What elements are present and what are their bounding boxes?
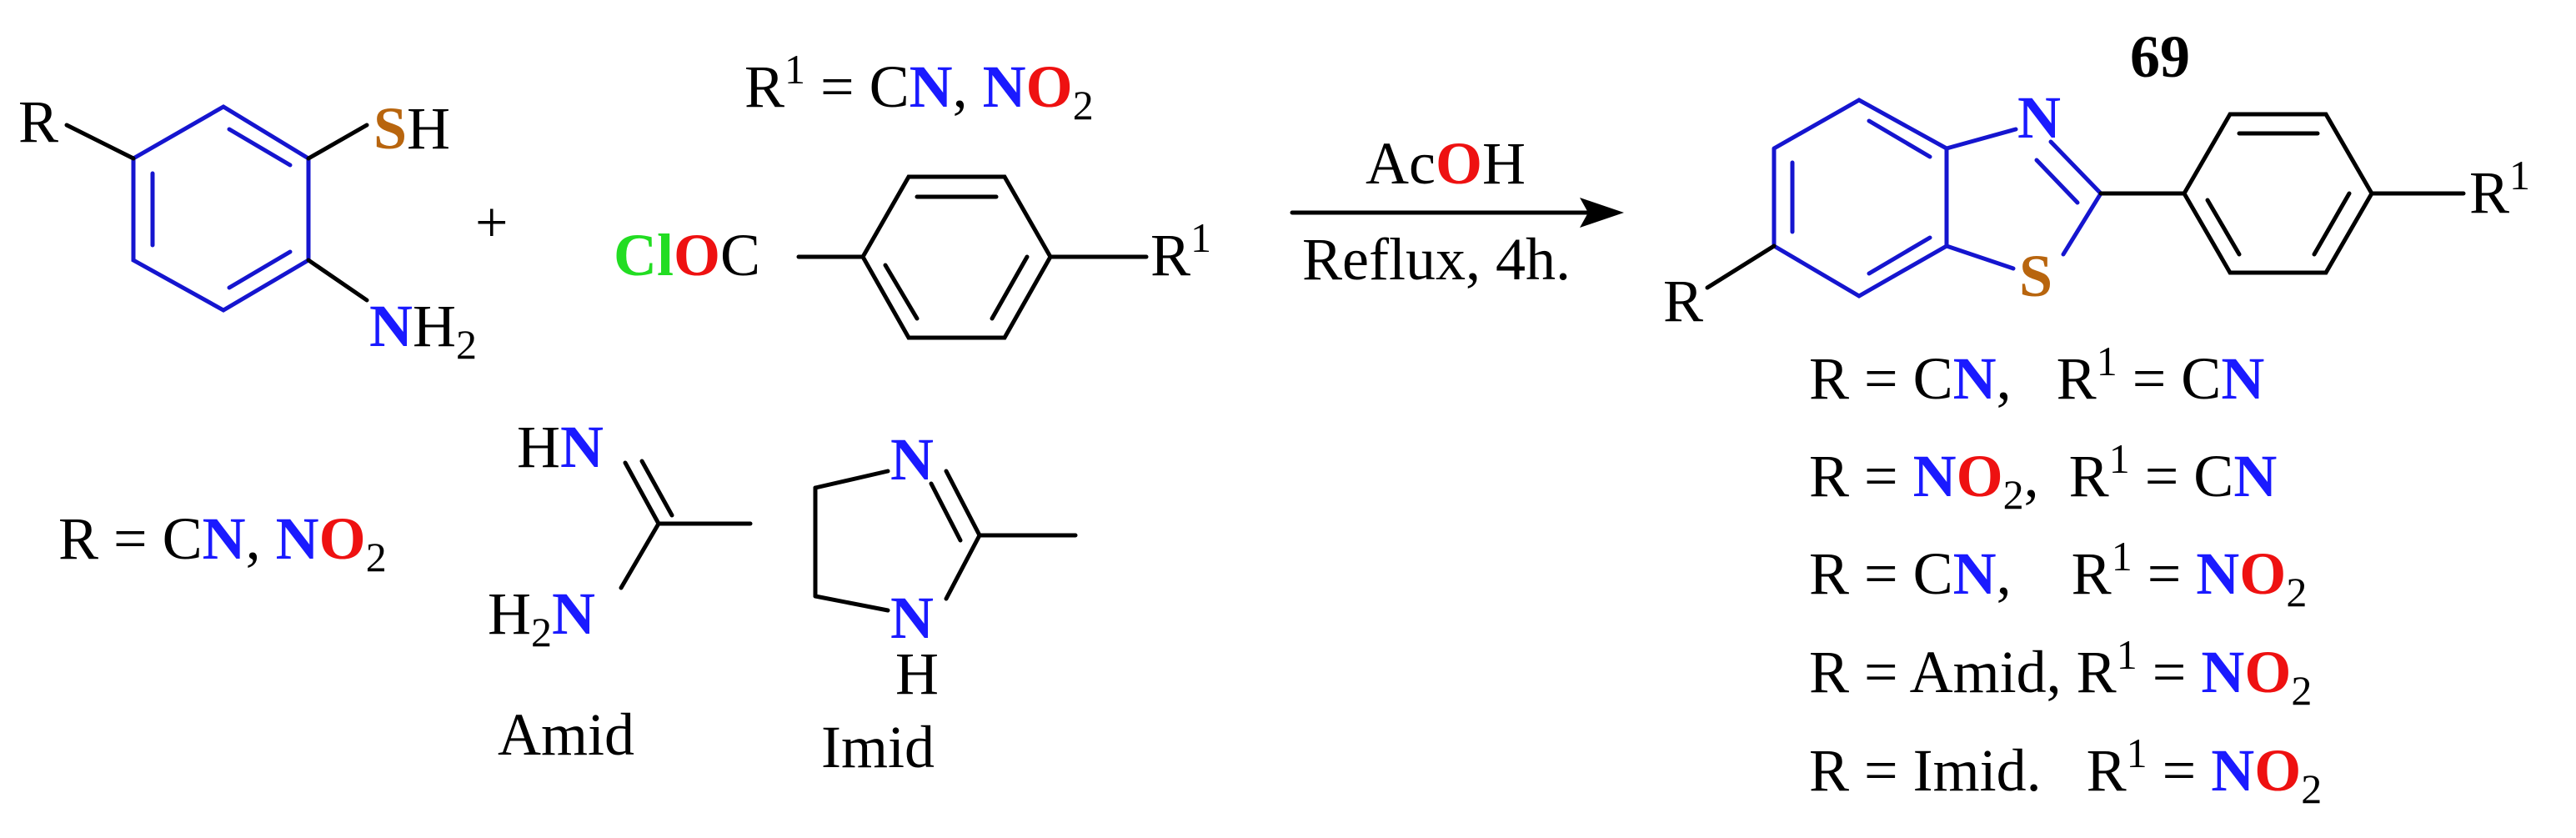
combination-2: R = NO2, R1 = CN bbox=[1809, 435, 2277, 518]
imid-n-top: N bbox=[890, 426, 934, 493]
thiazole-n-label: N bbox=[2017, 84, 2061, 151]
thiazole-s-label: S bbox=[2019, 243, 2052, 309]
amine-group: NH2 bbox=[369, 293, 477, 368]
substituent-combinations: R = CN, R1 = CN R = NO2, R1 = CN R = CN,… bbox=[1809, 338, 2322, 812]
r-definition: R = CN, NO2 bbox=[58, 505, 387, 580]
acid-chloride-group: ClOC bbox=[614, 222, 760, 289]
amid-nh2-label: H2N bbox=[488, 580, 595, 655]
imid-label: Imid bbox=[821, 714, 935, 780]
plus-sign: + bbox=[475, 191, 508, 255]
aryl-ring bbox=[2182, 112, 2374, 275]
nh2-bond bbox=[306, 258, 369, 303]
combination-4: R = Amid, R1 = NO2 bbox=[1809, 631, 2312, 714]
reaction-arrow: AcOH Reflux, 4h. bbox=[1290, 130, 1624, 293]
aminothiophenol-structure: R SH NH2 bbox=[18, 88, 477, 368]
combination-1: R = CN, R1 = CN bbox=[1809, 338, 2264, 412]
r1-label: R1 bbox=[1150, 214, 1211, 289]
r1-definition: R1 = CN, NO2 bbox=[744, 46, 1094, 128]
aminothiophenol-ring bbox=[131, 104, 311, 313]
thiol-group: SH bbox=[373, 95, 450, 162]
acyl-chloride-ring bbox=[860, 174, 1053, 340]
r-substituent-bond bbox=[64, 123, 136, 161]
amid-structure: HN H2N Amid bbox=[488, 414, 753, 768]
acyl-chloride-structure: R1 = CN, NO2 ClOC R1 bbox=[614, 46, 1211, 340]
imid-structure: N N H Imid bbox=[813, 426, 1078, 780]
benzothiazole-product: 69 N S R R1 bbox=[1663, 23, 2530, 334]
combination-5: R = Imid. R1 = NO2 bbox=[1809, 730, 2322, 812]
reagent-label: AcOH bbox=[1366, 130, 1526, 197]
amid-label: Amid bbox=[498, 701, 634, 768]
product-r-label: R bbox=[1663, 268, 1703, 334]
imid-n-bottom: N bbox=[890, 585, 934, 651]
amid-nh-label: HN bbox=[517, 414, 604, 480]
r-label: R bbox=[18, 88, 58, 155]
product-r1-label: R1 bbox=[2469, 152, 2530, 226]
conditions-label: Reflux, 4h. bbox=[1302, 226, 1571, 293]
thiazole-ring bbox=[1944, 127, 2103, 271]
imid-h: H bbox=[895, 640, 939, 707]
combination-3: R = CN, R1 = NO2 bbox=[1809, 533, 2307, 615]
benzo-ring bbox=[1772, 98, 1949, 299]
sh-bond bbox=[306, 123, 369, 161]
compound-number: 69 bbox=[2130, 23, 2190, 90]
